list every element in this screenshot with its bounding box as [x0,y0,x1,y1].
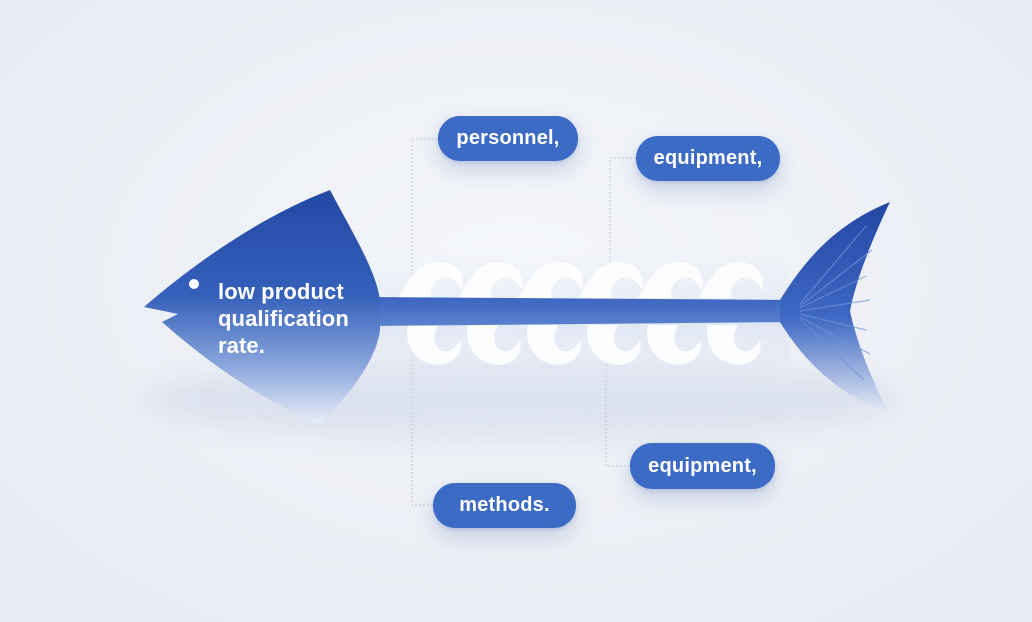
lower-rib [407,325,461,365]
problem-statement: low product qualification rate. [218,278,388,359]
connector-personnel [411,138,438,298]
tail-fin-rays [799,225,873,381]
fish-head [144,190,380,424]
fish-tail [780,202,890,412]
upper-rib [578,262,643,298]
upper-rib [638,262,703,298]
problem-line-2: qualification [218,306,349,331]
lower-rib [527,325,581,365]
cause-label-equipment-bottom: equipment, [630,443,775,489]
lower-rib [587,325,641,365]
cause-label-equipment-top: equipment, [636,136,780,181]
cause-label-personnel: personnel, [438,116,578,161]
fish-eye-icon [189,279,199,289]
upper-ribs [398,262,763,298]
upper-rib [698,262,763,298]
upper-rib [458,262,523,298]
upper-rib [518,262,583,298]
fish-spine [370,297,795,326]
cause-label-methods: methods. [433,483,576,528]
upper-rib [398,262,463,298]
problem-line-1: low product [218,279,344,304]
lower-rib [467,325,521,365]
lower-ribs [407,325,761,365]
lower-rib [647,325,701,365]
connector-equipment-top [609,157,636,298]
problem-line-3: rate. [218,333,265,358]
lower-rib [707,325,761,365]
